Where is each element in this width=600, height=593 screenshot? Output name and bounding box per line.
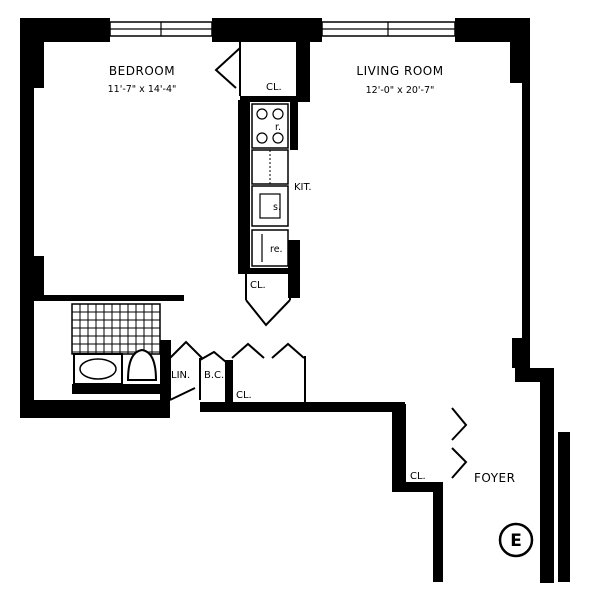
fridge-label: re. (270, 244, 283, 255)
living-room-dimensions: 12'-0" x 20'-7" (366, 85, 435, 96)
range-label: r. (275, 122, 281, 133)
broom-closet-label: B.C. (204, 370, 224, 381)
window-living-room (321, 21, 456, 37)
foyer-closet-label: CL. (410, 471, 426, 482)
window-bedroom (109, 21, 213, 37)
sink-label: s. (273, 202, 281, 213)
door-linen (169, 340, 203, 359)
door-kitchen-closet (245, 274, 291, 327)
door-bedroom-closet (214, 47, 241, 89)
bathroom-tile-floor (71, 303, 161, 355)
fridge-icon (251, 229, 289, 267)
door-bath (169, 387, 196, 401)
unit-badge: E (498, 522, 534, 558)
bedroom-closet-label: CL. (266, 82, 282, 93)
unit-badge-letter: E (510, 531, 522, 551)
kitchen-closet-label: CL. (250, 280, 266, 291)
door-hall-closet (231, 342, 305, 359)
foyer-label: FOYER (474, 471, 515, 485)
kitchen-label: KIT. (294, 182, 312, 193)
exterior-walls (20, 18, 570, 583)
living-room-label: LIVING ROOM (356, 64, 443, 78)
linen-closet-label: LIN. (171, 370, 190, 381)
counter-upper (251, 149, 289, 185)
door-foyer-closet (451, 407, 468, 479)
bedroom-dimensions: 11'-7" x 14'-4" (108, 84, 177, 95)
toilet (126, 348, 158, 381)
hall-closet-label: CL. (236, 390, 252, 401)
interior-walls (34, 40, 310, 410)
sink-icon (251, 185, 289, 227)
range-icon (251, 103, 289, 149)
bedroom-label: BEDROOM (109, 64, 175, 78)
door-broom-closet (199, 350, 227, 363)
bath-vanity (72, 384, 160, 394)
bathtub (73, 353, 123, 385)
